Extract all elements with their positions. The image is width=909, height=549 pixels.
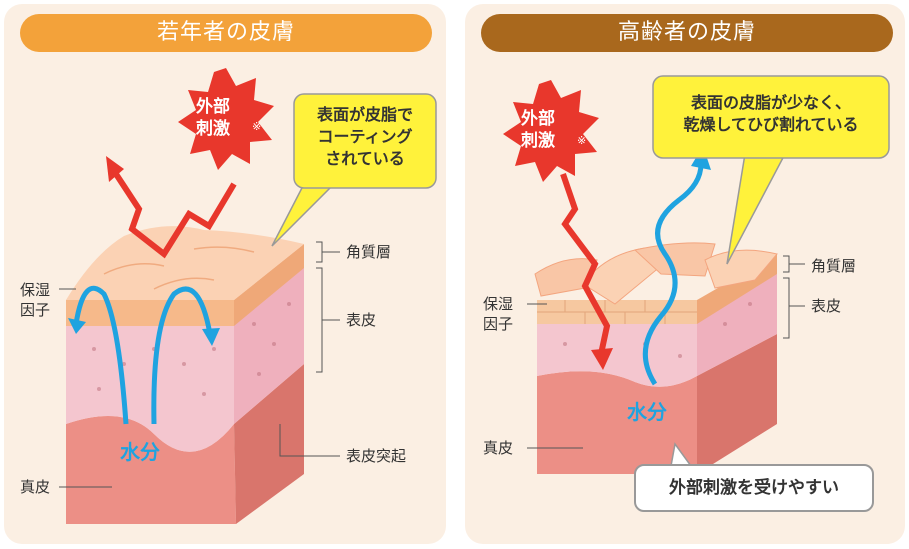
leader-lines — [59, 241, 340, 488]
young-burst-note: ※ — [252, 120, 262, 133]
dermis-side — [234, 364, 304, 524]
old-dermis-label: 真皮 — [483, 439, 514, 457]
water-arrow-left — [73, 285, 129, 425]
water-escape-arrow — [642, 163, 704, 386]
stimulus-burst — [503, 80, 599, 182]
young-moisture-factor-label: 保湿 因子 — [20, 281, 51, 319]
young-water-label: 水分 — [120, 440, 160, 464]
young-skin-panel: 若年者の皮膚 — [4, 4, 446, 544]
epidermis-side — [234, 266, 304, 424]
dermis-block — [66, 416, 236, 524]
cracked-flake-4 — [704, 249, 778, 289]
callout-pointer — [271, 183, 336, 247]
epidermis-front — [537, 322, 697, 387]
horny-layer-side — [234, 244, 304, 326]
young-dermis-label: 真皮 — [20, 478, 51, 496]
stimulus-burst — [178, 68, 274, 170]
old-skin-panel: 高齢者の皮膚 — [465, 4, 905, 544]
callout-box — [293, 93, 437, 189]
water-arrow-right — [151, 286, 213, 425]
epidermis-side — [697, 272, 777, 376]
old-skin-illustration — [503, 75, 890, 474]
vulnerable-badge: 外部刺激を受けやすい — [634, 464, 874, 512]
old-horny-layer-label: 角質層 — [811, 257, 857, 275]
old-moisture-factor-label: 保湿 因子 — [483, 295, 514, 333]
horny-layer-scales — [103, 246, 255, 290]
young-horny-layer-label: 角質層 — [346, 243, 392, 261]
young-burst-label: 外部 刺激 — [196, 97, 230, 139]
old-epidermis-label: 表皮 — [811, 297, 842, 315]
young-skin-illustration — [59, 68, 437, 524]
stimulus-arrow — [560, 173, 611, 355]
old-skin-title: 高齢者の皮膚 — [481, 14, 893, 52]
young-epidermis-label: 表皮 — [346, 311, 377, 329]
dermis-side — [697, 334, 777, 474]
epidermis-cells — [92, 302, 291, 396]
young-callout-text: 表面が皮脂で コーティング されている — [316, 105, 413, 168]
old-burst-note: ※ — [577, 134, 587, 147]
old-burst-label: 外部 刺激 — [521, 109, 555, 151]
old-water-label: 水分 — [627, 400, 667, 424]
callout-pointer — [726, 153, 787, 265]
epidermis-front — [66, 324, 234, 452]
leader-lines — [527, 255, 805, 449]
horny-layer-bricks — [537, 300, 697, 324]
old-callout-text: 表面の皮脂が少なく、 乾燥してひび割れている — [683, 93, 859, 134]
callout-box — [652, 75, 890, 159]
young-ridge-label: 表皮突起 — [346, 447, 407, 465]
horny-layer-top — [66, 226, 304, 300]
young-skin-title: 若年者の皮膚 — [20, 14, 432, 52]
stimulus-arrow — [113, 172, 237, 259]
